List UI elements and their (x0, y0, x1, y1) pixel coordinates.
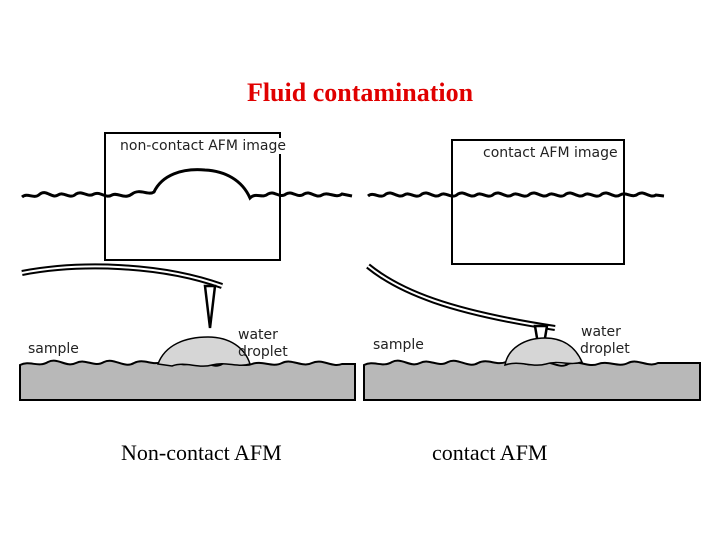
right-image-frame (451, 139, 625, 265)
left-sample (19, 359, 356, 401)
left-tip (203, 284, 217, 329)
left-sample-label: sample (28, 341, 79, 357)
left-image-profile (21, 168, 353, 201)
right-cantilever (366, 263, 556, 331)
right-sample-label: sample (373, 337, 424, 353)
right-water-droplet (504, 337, 584, 367)
diagram-title: Fluid contamination (246, 78, 474, 107)
left-caption: Non-contact AFM (121, 440, 282, 465)
left-water-label-line2: droplet (238, 344, 288, 360)
right-image-label: contact AFM image (481, 145, 620, 161)
right-water-label-line1: water (581, 324, 621, 340)
left-image-label: non-contact AFM image (118, 138, 288, 154)
right-panel (363, 139, 701, 401)
left-water-label-line1: water (238, 327, 278, 343)
left-panel (19, 132, 356, 401)
right-image-profile (367, 191, 665, 198)
left-water-droplet (156, 336, 251, 367)
right-water-label-line2: droplet (580, 341, 630, 357)
right-sample (363, 359, 701, 401)
right-caption: contact AFM (432, 440, 548, 465)
